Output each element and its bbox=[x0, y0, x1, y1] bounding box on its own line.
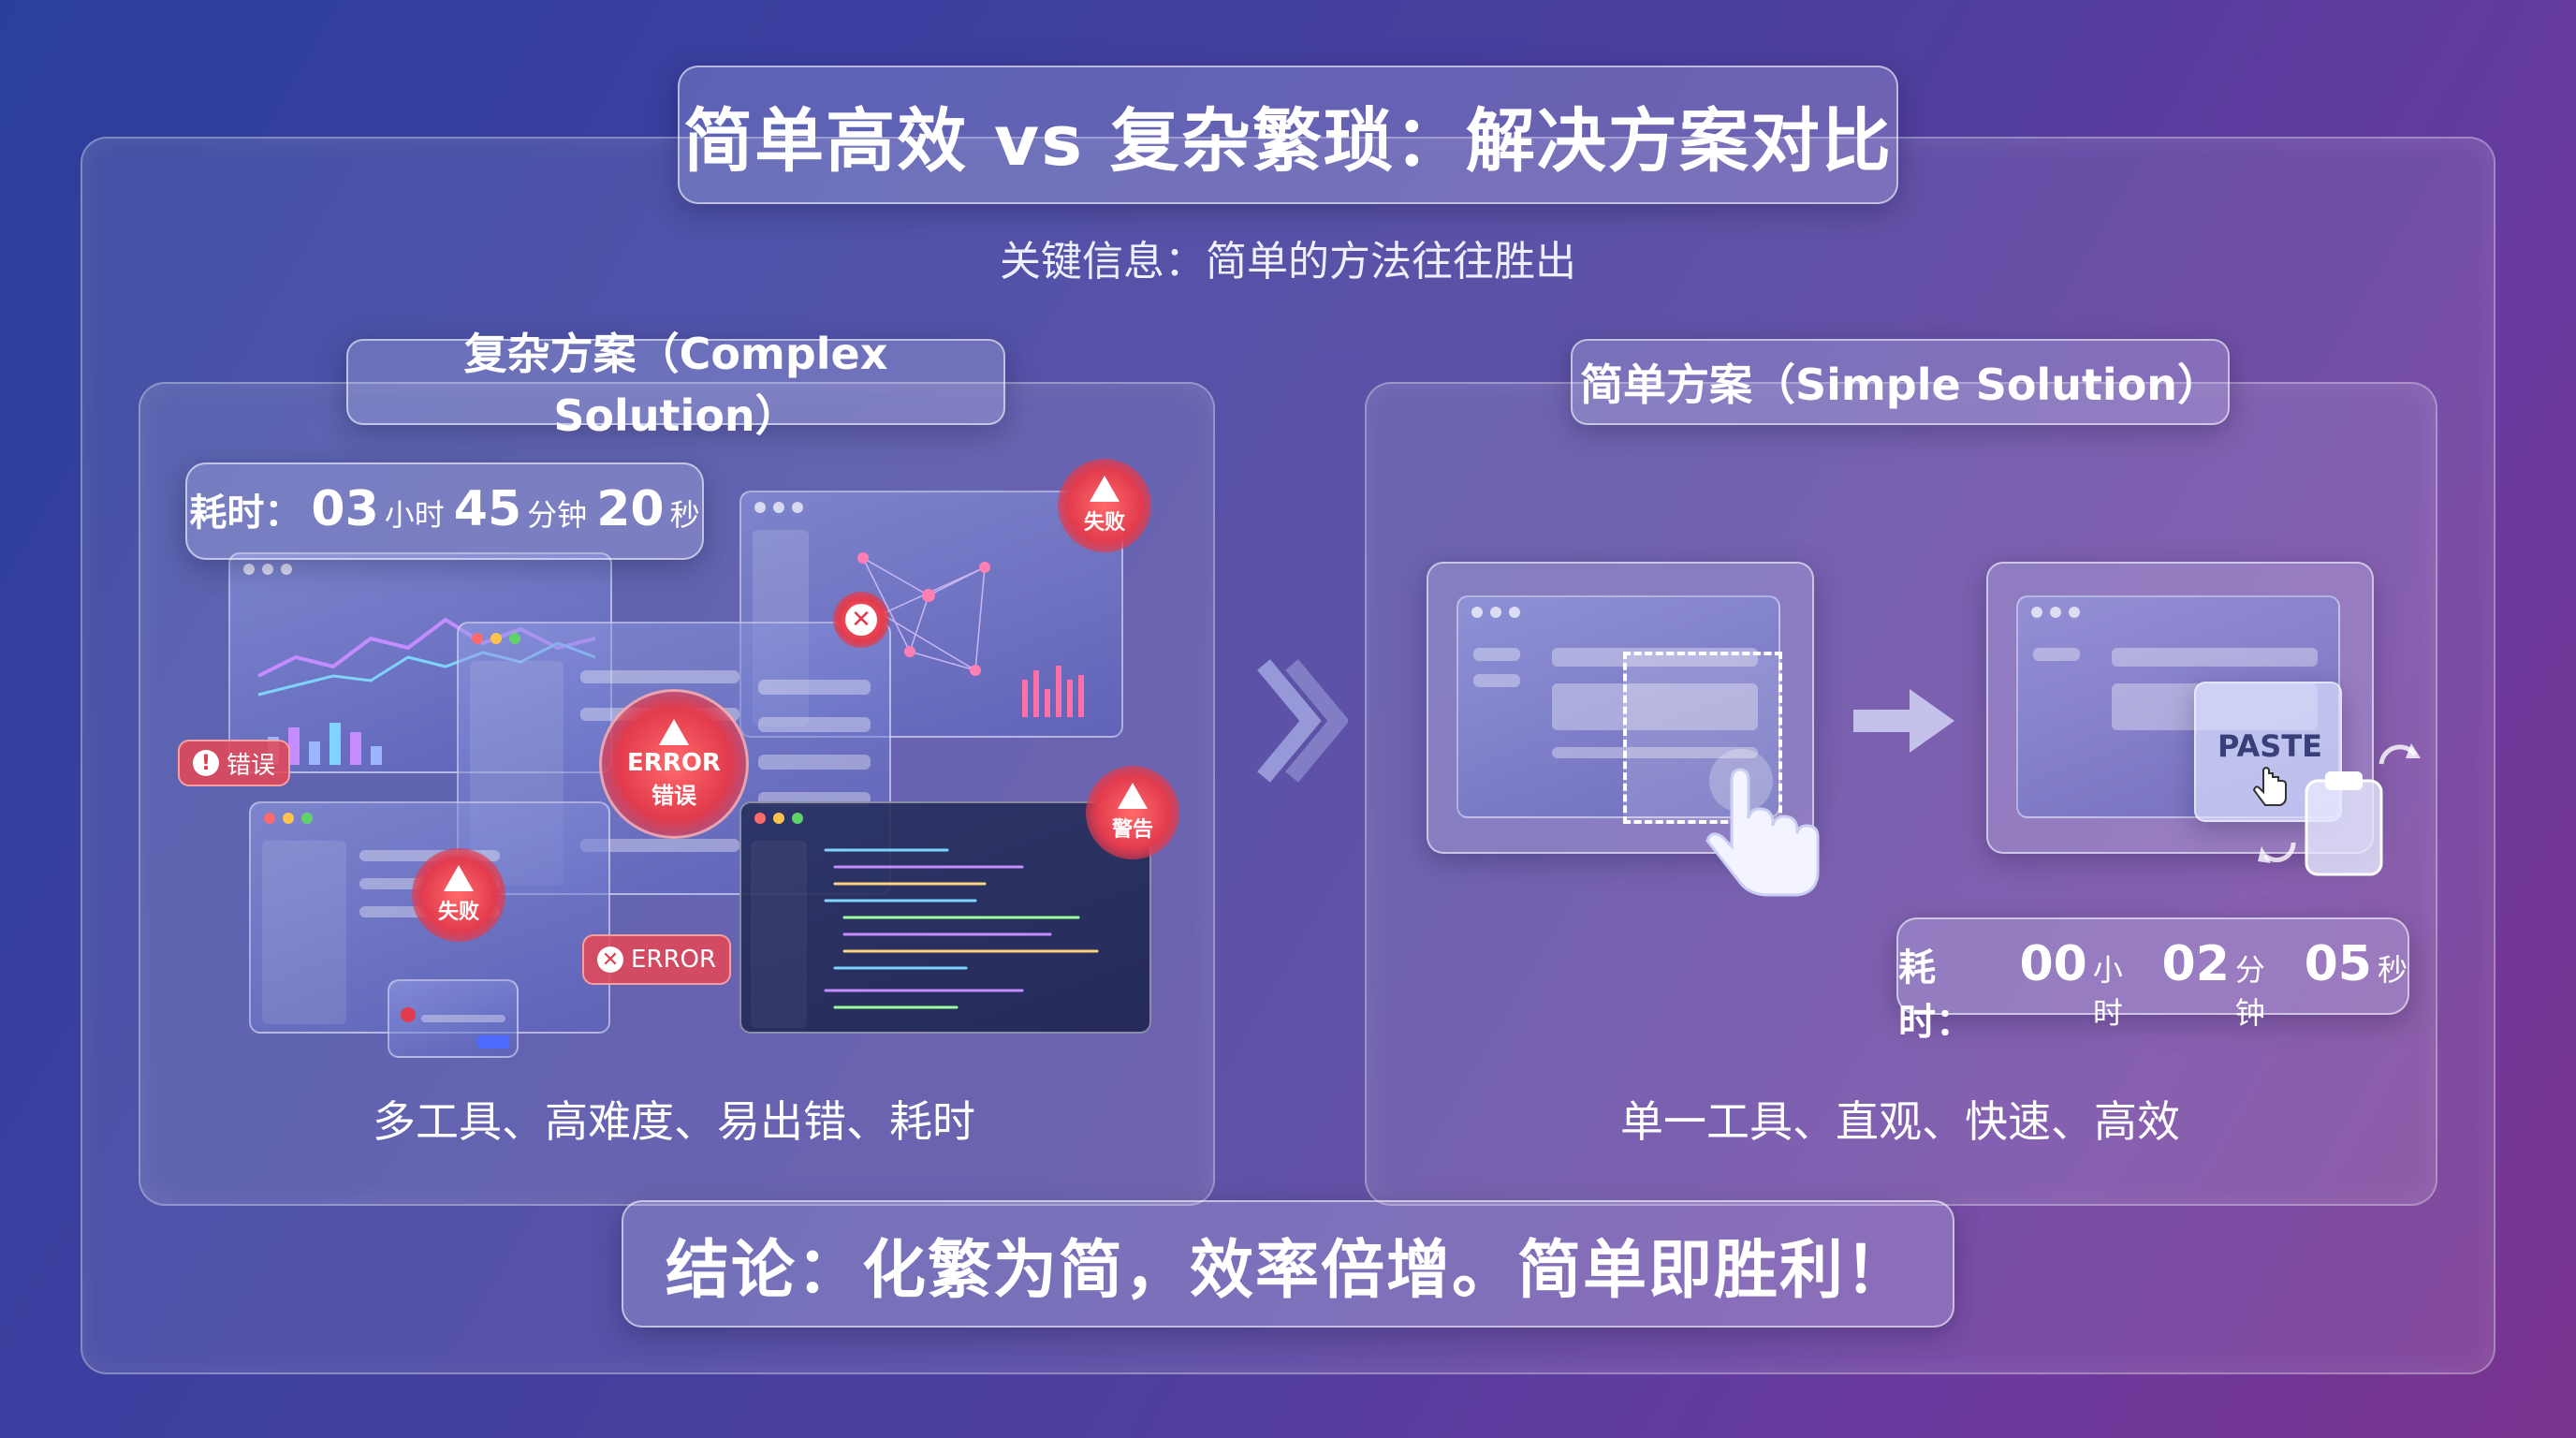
time-label: 耗时： bbox=[189, 492, 302, 535]
warning-icon bbox=[444, 865, 474, 891]
error-label-cn: 错误 bbox=[651, 782, 696, 809]
code-lines-graphic bbox=[824, 848, 1099, 1009]
hours-value: 03 bbox=[311, 481, 379, 537]
error-badge-big: ERROR 错误 bbox=[599, 689, 749, 839]
seconds-unit: 秒 bbox=[669, 497, 700, 533]
error-chip-label: 错误 bbox=[227, 751, 276, 780]
page-subtitle: 关键信息：简单的方法往往胜出 bbox=[1000, 238, 1576, 286]
complex-heading: 复杂方案（Complex Solution） bbox=[346, 329, 1005, 441]
complex-time-pill: 耗时： 03 小时 45 分钟 20 秒 bbox=[185, 462, 704, 560]
minutes-unit: 分钟 bbox=[527, 497, 588, 533]
close-icon: ✕ bbox=[845, 604, 877, 636]
close-icon: ✕ bbox=[597, 946, 623, 973]
fail-label: 失败 bbox=[437, 901, 479, 924]
fail-label: 失败 bbox=[1083, 511, 1125, 535]
code-window bbox=[739, 801, 1151, 1034]
refresh-arrows-icon bbox=[2378, 743, 2421, 765]
seconds-value: 20 bbox=[596, 481, 665, 537]
warning-label: 警告 bbox=[1111, 818, 1153, 842]
error-chip-cn: ! 错误 bbox=[178, 740, 291, 786]
minutes-value: 02 bbox=[2161, 936, 2230, 992]
error-chip-label: ERROR bbox=[631, 946, 717, 974]
minutes-value: 45 bbox=[453, 481, 522, 537]
fail-badge-top: 失败 bbox=[1058, 459, 1151, 552]
cursor-hand-icon bbox=[2252, 767, 2287, 806]
time-label: 耗时： bbox=[1898, 946, 1973, 1044]
simple-heading: 简单方案（Simple Solution） bbox=[1571, 339, 2230, 425]
clipboard-icon bbox=[2305, 771, 2383, 876]
error-label-en: ERROR bbox=[627, 748, 721, 777]
seconds-value: 05 bbox=[2304, 936, 2372, 992]
arrow-right-icon bbox=[1853, 689, 1954, 753]
fail-badge-bottom: 失败 bbox=[412, 848, 505, 942]
warning-badge: 警告 bbox=[1086, 766, 1179, 859]
chevron-right-icon bbox=[1257, 659, 1348, 783]
close-badge: ✕ bbox=[833, 592, 889, 648]
network-window bbox=[739, 491, 1123, 738]
complex-caption: 多工具、高难度、易出错、耗时 bbox=[373, 1096, 975, 1147]
network-graph-graphic bbox=[857, 552, 1084, 717]
hand-pointer-icon bbox=[1705, 749, 1820, 897]
dialog-ok-button[interactable] bbox=[477, 1035, 509, 1049]
hours-unit: 小时 bbox=[2092, 952, 2123, 1031]
seconds-unit: 秒 bbox=[2378, 952, 2408, 988]
paste-label: PASTE bbox=[2217, 728, 2322, 764]
simple-time-pill: 耗时： 00 小时 02 分钟 05 秒 bbox=[1896, 917, 2409, 1044]
error-dot-icon bbox=[401, 1007, 416, 1022]
conclusion-banner: 结论：化繁为简，效率倍增。简单即胜利！ bbox=[622, 1200, 1954, 1328]
warning-icon bbox=[1118, 783, 1148, 809]
page-title: 简单高效 vs 复杂繁琐：解决方案对比 bbox=[678, 66, 1898, 204]
simple-caption: 单一工具、直观、快速、高效 bbox=[1620, 1096, 2180, 1147]
warning-icon bbox=[659, 718, 689, 745]
source-window bbox=[1456, 595, 1780, 818]
hours-unit: 小时 bbox=[384, 497, 445, 533]
error-chip-en: ✕ ERROR bbox=[582, 934, 732, 985]
alert-dialog bbox=[388, 979, 519, 1058]
hours-value: 00 bbox=[2019, 936, 2087, 992]
warning-icon bbox=[1090, 476, 1120, 502]
alert-icon: ! bbox=[193, 750, 219, 776]
minutes-unit: 分钟 bbox=[2234, 952, 2265, 1031]
refresh-arrows-icon bbox=[2258, 842, 2296, 863]
selection-box bbox=[1623, 652, 1782, 824]
